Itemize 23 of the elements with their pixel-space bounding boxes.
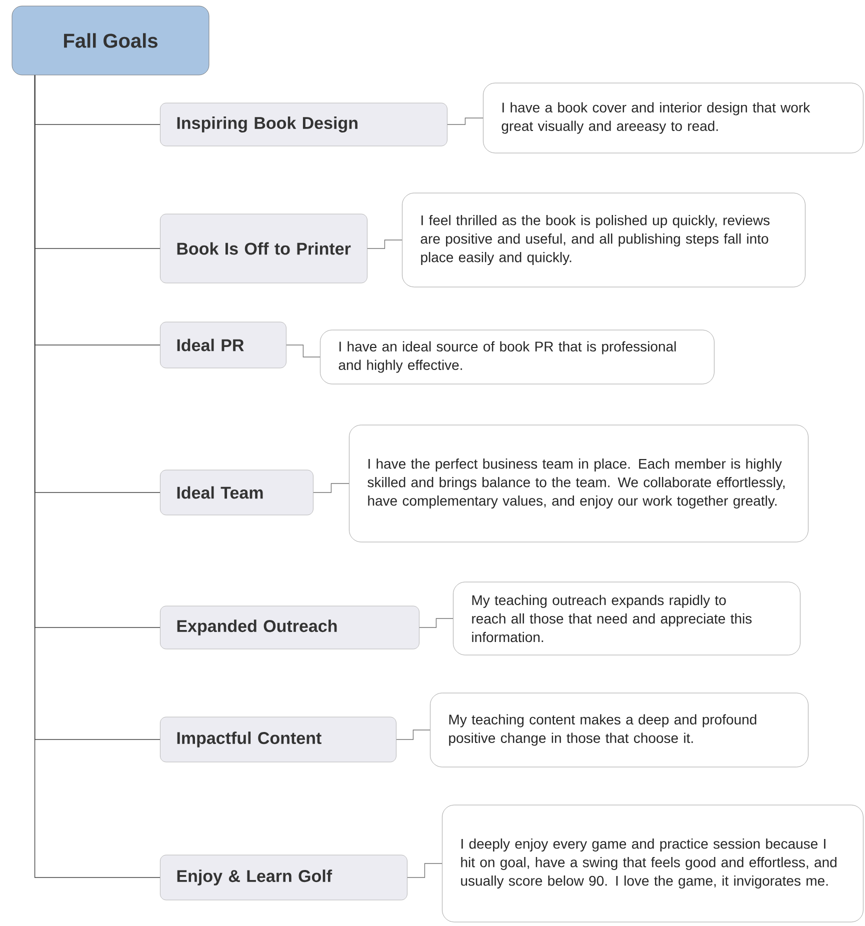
connector-line	[367, 240, 402, 249]
goal-box: Ideal PR	[160, 322, 286, 368]
note-box: My teaching content makes a deep and profound positive change in those that choose it.	[430, 692, 808, 768]
connector-line	[407, 863, 442, 878]
goal-box: Ideal Team	[160, 470, 314, 516]
connector-line	[447, 118, 484, 125]
note-box: My teaching outreach expands rapidly to reach all those that need and appreciate this information.	[453, 582, 800, 656]
root-topic-box: Fall Goals	[12, 6, 210, 76]
connector-line	[286, 344, 320, 358]
goal-box: Inspiring Book Design	[160, 102, 448, 146]
connector-line	[396, 730, 430, 740]
note-box: I have a book cover and interior design that work great visually and areeasy to read.	[483, 82, 864, 154]
goal-box: Impactful Content	[160, 716, 396, 762]
connector-line	[34, 74, 160, 878]
goal-box: Book Is Off to Printer	[160, 214, 368, 284]
note-box: I have an ideal source of book PR that is professional and highly effective.	[320, 330, 714, 384]
note-box: I deeply enjoy every game and practice session because I hit on goal, have a swing that feels good and effortless, and usually score below 90. I love the game, it invigorates me.	[442, 804, 864, 922]
connector-line	[419, 618, 454, 628]
goal-box: Expanded Outreach	[160, 606, 420, 650]
goal-box: Enjoy & Learn Golf	[160, 854, 408, 900]
connector-line	[313, 483, 350, 493]
note-box: I have the perfect business team in place. Each member is highly skilled and brings balance to the team. We collaborate effortlessly, have complementary values, and enjoy our work together greatly.	[349, 424, 808, 542]
note-box: I feel thrilled as the book is polished up quickly, reviews are positive and useful, and all publishing steps fall into place easily and quickly.	[402, 192, 806, 288]
